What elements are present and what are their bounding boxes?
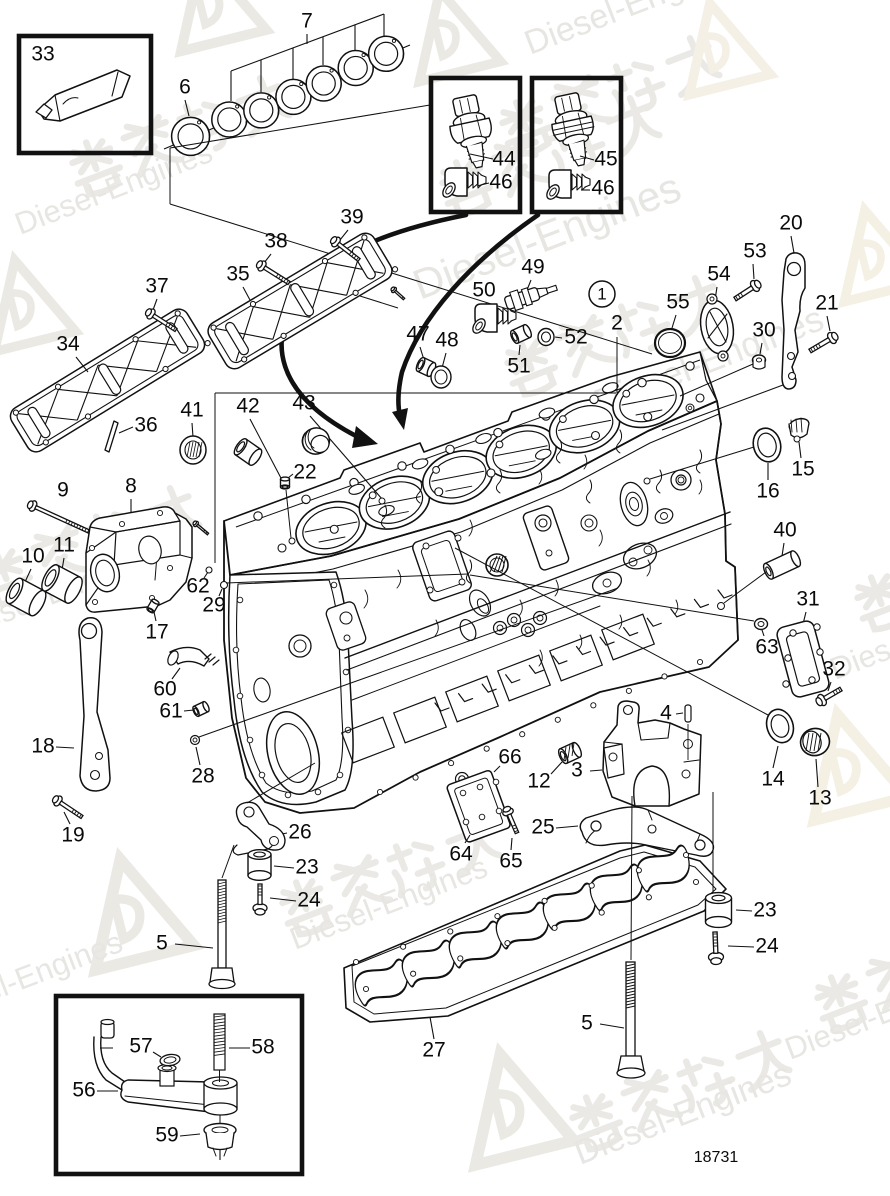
svg-text:3: 3 <box>571 759 583 782</box>
svg-text:39: 39 <box>340 206 363 229</box>
svg-text:15: 15 <box>791 458 814 481</box>
svg-text:23: 23 <box>753 899 776 922</box>
svg-text:14: 14 <box>761 768 785 791</box>
svg-text:38: 38 <box>264 230 287 253</box>
svg-text:20: 20 <box>779 212 802 235</box>
svg-text:51: 51 <box>507 355 530 378</box>
svg-text:5: 5 <box>156 932 168 955</box>
svg-text:18: 18 <box>31 735 54 758</box>
svg-text:55: 55 <box>666 291 689 314</box>
svg-text:25: 25 <box>531 816 554 839</box>
svg-text:61: 61 <box>159 700 182 723</box>
svg-text:49: 49 <box>521 256 544 279</box>
svg-text:44: 44 <box>492 148 516 171</box>
svg-text:36: 36 <box>134 414 157 437</box>
svg-text:66: 66 <box>498 746 521 769</box>
svg-text:52: 52 <box>564 326 587 349</box>
svg-text:62: 62 <box>186 575 209 598</box>
svg-text:54: 54 <box>707 263 731 286</box>
svg-text:10: 10 <box>21 545 44 568</box>
svg-text:23: 23 <box>295 856 318 879</box>
svg-text:35: 35 <box>226 263 249 286</box>
svg-text:34: 34 <box>56 333 80 356</box>
svg-text:21: 21 <box>815 292 838 315</box>
svg-text:17: 17 <box>145 621 168 644</box>
svg-text:9: 9 <box>57 479 69 502</box>
svg-text:37: 37 <box>145 275 168 298</box>
svg-text:46: 46 <box>591 177 614 200</box>
svg-text:7: 7 <box>301 10 313 33</box>
svg-text:43: 43 <box>292 392 315 415</box>
svg-text:53: 53 <box>743 240 766 263</box>
svg-text:5: 5 <box>581 1012 593 1035</box>
svg-text:59: 59 <box>155 1124 178 1147</box>
svg-text:46: 46 <box>489 171 512 194</box>
svg-text:12: 12 <box>527 770 550 793</box>
svg-text:41: 41 <box>180 399 203 422</box>
svg-text:1: 1 <box>597 284 606 303</box>
svg-text:13: 13 <box>808 787 831 810</box>
svg-text:57: 57 <box>129 1035 152 1058</box>
svg-text:45: 45 <box>594 148 617 171</box>
svg-text:4: 4 <box>660 702 672 725</box>
svg-text:60: 60 <box>153 678 176 701</box>
svg-text:2: 2 <box>611 312 623 335</box>
svg-text:58: 58 <box>251 1036 274 1059</box>
svg-text:22: 22 <box>293 461 316 484</box>
svg-text:29: 29 <box>202 594 225 617</box>
svg-text:48: 48 <box>435 329 458 352</box>
svg-text:16: 16 <box>756 480 779 503</box>
svg-text:24: 24 <box>297 889 321 912</box>
svg-text:30: 30 <box>752 319 775 342</box>
svg-text:42: 42 <box>236 395 259 418</box>
svg-text:40: 40 <box>773 519 796 542</box>
svg-text:31: 31 <box>796 588 819 611</box>
svg-text:6: 6 <box>179 76 191 99</box>
svg-text:63: 63 <box>755 636 778 659</box>
svg-text:24: 24 <box>755 935 779 958</box>
svg-text:19: 19 <box>61 824 84 847</box>
svg-text:50: 50 <box>472 279 495 302</box>
svg-text:28: 28 <box>191 765 214 788</box>
svg-text:18731: 18731 <box>694 1149 739 1166</box>
svg-text:11: 11 <box>53 534 75 557</box>
svg-text:64: 64 <box>449 843 473 866</box>
svg-text:56: 56 <box>72 1079 95 1102</box>
svg-text:27: 27 <box>422 1039 445 1062</box>
svg-text:33: 33 <box>31 43 54 66</box>
svg-text:26: 26 <box>288 821 311 844</box>
svg-text:32: 32 <box>822 658 845 681</box>
svg-text:65: 65 <box>499 850 522 873</box>
svg-text:8: 8 <box>125 475 137 498</box>
svg-text:47: 47 <box>406 323 429 346</box>
